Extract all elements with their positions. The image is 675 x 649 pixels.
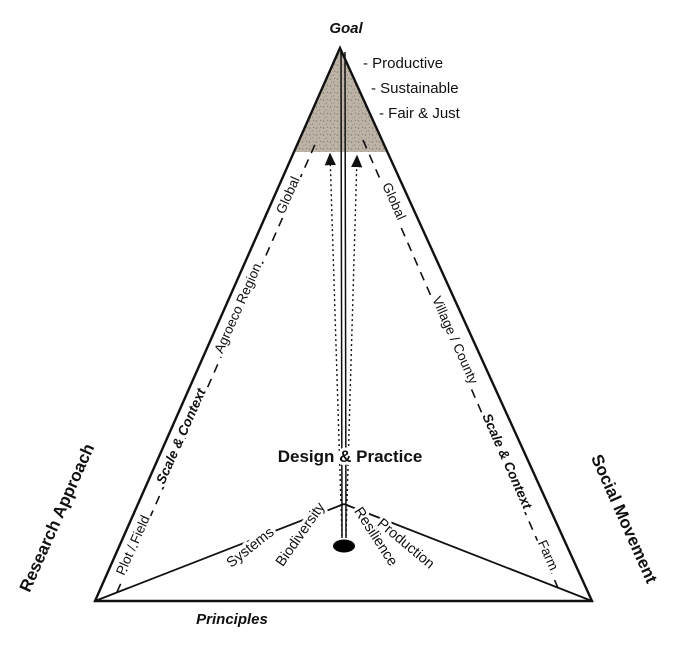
inner-edge-left xyxy=(94,503,345,602)
axis-line-left xyxy=(340,51,343,539)
axis-line-right xyxy=(344,51,347,539)
focal-ellipse xyxy=(333,539,355,553)
right-edge-label: Social Movement xyxy=(587,451,661,586)
inner-edge-right xyxy=(343,503,593,602)
scale-line-right xyxy=(362,139,559,589)
base-edge-label: Principles xyxy=(196,611,268,628)
left-scale-global: Global xyxy=(273,174,303,216)
goal-item-productive: - Productive xyxy=(363,55,443,72)
left-edge-label: Research Approach xyxy=(16,441,98,595)
scale-line-left xyxy=(116,139,318,593)
right-scale-farm: Farm xyxy=(535,538,562,573)
outer-triangle xyxy=(93,45,594,603)
dotted-arrow-left xyxy=(324,152,343,537)
center-label: Design & Practice xyxy=(278,447,423,466)
goal-label: Goal xyxy=(329,20,363,37)
dotted-arrow-right xyxy=(345,154,363,537)
left-scale-context: Scale & Context xyxy=(153,386,209,486)
goal-item-fair-just: - Fair & Just xyxy=(379,105,461,122)
right-scale-global: Global xyxy=(379,180,409,222)
principle-biodiversity: Biodiversity xyxy=(273,499,329,570)
right-scale-context: Scale & Context xyxy=(479,411,535,511)
left-scale-agroeco-region: Agroeco Region xyxy=(211,261,264,356)
goal-item-sustainable: - Sustainable xyxy=(371,80,459,97)
